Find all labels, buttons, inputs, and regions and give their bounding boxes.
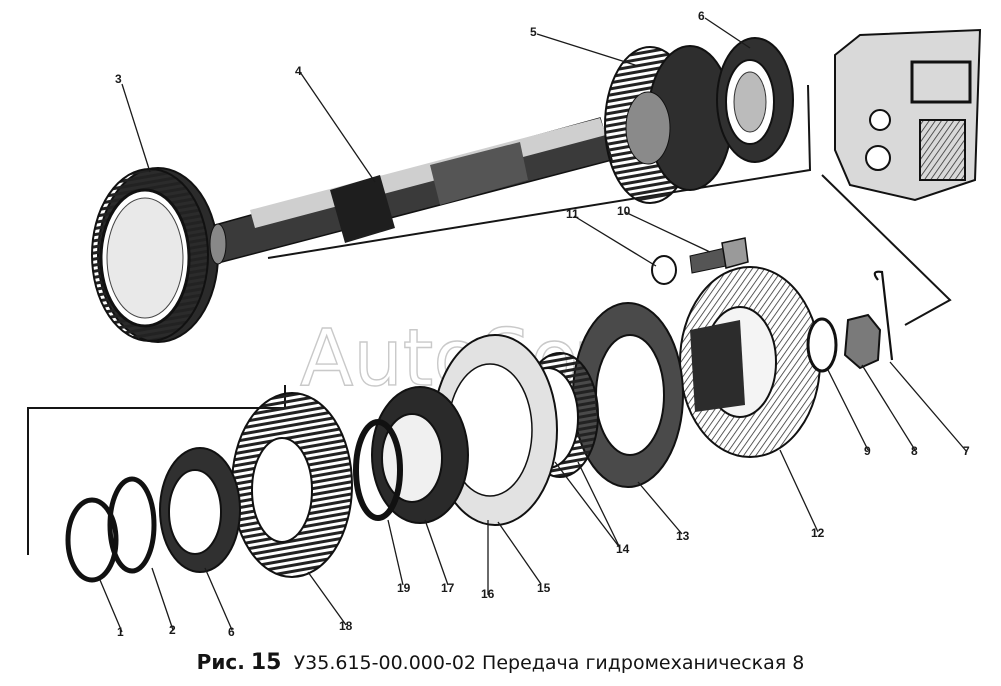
bearing-part-6-lower bbox=[159, 447, 241, 573]
callout-4: 4 bbox=[295, 64, 302, 78]
figure-prefix: Рис. bbox=[196, 650, 245, 674]
callout-7: 7 bbox=[963, 444, 970, 458]
drum-part-17 bbox=[371, 386, 469, 524]
callout-11: 11 bbox=[566, 207, 579, 221]
lock-plate-part-11 bbox=[651, 255, 677, 285]
callout-2: 2 bbox=[169, 623, 176, 637]
callout-5: 5 bbox=[530, 25, 537, 39]
spur-gear-part-18 bbox=[231, 392, 353, 578]
caption-text: У35.615-00.000-02 Передача гидромеханиче… bbox=[293, 652, 805, 674]
nut-part-8 bbox=[843, 313, 882, 370]
gearbox-housing bbox=[834, 28, 982, 202]
retaining-ring-part-1 bbox=[65, 497, 119, 583]
callout-12: 12 bbox=[811, 526, 825, 540]
callout-9: 9 bbox=[864, 444, 871, 458]
callout-1: 1 bbox=[117, 625, 124, 639]
callout-labels: 1 2 3 4 5 6 6 7 8 9 10 11 12 13 14 15 16… bbox=[115, 9, 970, 639]
washer-part-9 bbox=[806, 317, 838, 373]
callout-18: 18 bbox=[339, 619, 353, 633]
callout-8: 8 bbox=[911, 444, 918, 458]
callout-10: 10 bbox=[617, 204, 631, 218]
callout-3: 3 bbox=[115, 72, 122, 86]
leader-lines bbox=[99, 17, 968, 633]
callout-13: 13 bbox=[676, 529, 690, 543]
cotter-pin-part-7 bbox=[873, 270, 894, 361]
callout-19: 19 bbox=[397, 581, 411, 595]
figure-number: 15 bbox=[250, 650, 282, 675]
callout-14: 14 bbox=[616, 542, 630, 556]
double-gear-part-5 bbox=[604, 45, 733, 204]
callout-16: 16 bbox=[481, 587, 495, 601]
figure-caption: Рис. 15 У35.615-00.000-02 Передача гидро… bbox=[0, 650, 1001, 675]
cover-part-13 bbox=[572, 302, 684, 488]
shaft-part-4 bbox=[209, 117, 613, 265]
callout-6-upper: 6 bbox=[698, 9, 705, 23]
hub-part-12 bbox=[679, 266, 821, 458]
callout-6-lower: 6 bbox=[228, 625, 235, 639]
circlip-part-2 bbox=[107, 476, 157, 574]
ring-gear-part-3 bbox=[91, 167, 219, 343]
callout-17: 17 bbox=[441, 581, 455, 595]
bolt-part-10 bbox=[689, 237, 749, 274]
snap-ring-part-19 bbox=[353, 419, 403, 521]
bearing-part-6-upper bbox=[716, 37, 794, 163]
callout-15: 15 bbox=[537, 581, 551, 595]
